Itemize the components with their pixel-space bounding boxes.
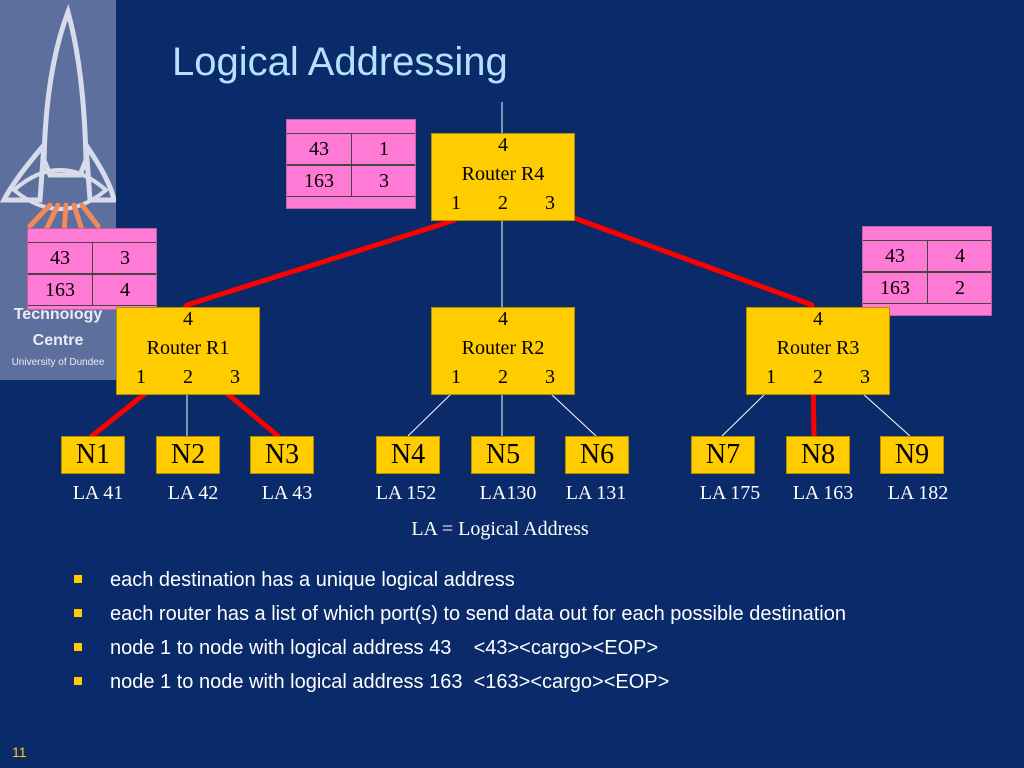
table-cell-port: 2 (927, 273, 992, 303)
square-bullet-icon (74, 609, 82, 617)
table-cell-port: 3 (92, 243, 157, 273)
la-label-n5: LA130 (479, 482, 537, 504)
table-row: 163 4 (28, 274, 156, 306)
router-r1: 4 Router R1 1 2 3 (116, 307, 260, 395)
router-port-3: 3 (860, 366, 870, 388)
node-n8: N8 (786, 436, 850, 474)
bullet-list: each destination has a unique logical ad… (72, 567, 972, 703)
router-port-2: 2 (813, 366, 823, 388)
la-label-n8: LA 163 (792, 482, 854, 504)
table-cell-address: 43 (50, 247, 70, 269)
router-label: Router R2 (461, 337, 545, 359)
router-port-1: 1 (451, 192, 461, 214)
square-bullet-icon (74, 677, 82, 685)
router-port-1: 1 (451, 366, 461, 388)
router-label: Router R1 (146, 337, 230, 359)
logo-text-line1: Technology (13, 306, 103, 323)
list-item: each router has a list of which port(s) … (72, 601, 972, 627)
table-cell-address: 43 (885, 245, 905, 267)
link-r2-n4 (407, 392, 453, 437)
router-port-3: 3 (545, 366, 555, 388)
link-r3-n7 (721, 392, 767, 437)
link-r2-n6 (549, 392, 597, 437)
la-label-n6: LA 131 (565, 482, 627, 504)
node-n7: N7 (691, 436, 755, 474)
la-label-n3: LA 43 (261, 482, 313, 504)
square-bullet-icon (74, 575, 82, 583)
logo-text-line2: Centre (32, 332, 84, 349)
list-item: each destination has a unique logical ad… (72, 567, 972, 593)
router-port-2: 2 (498, 192, 508, 214)
table-row: 43 1 (287, 133, 415, 165)
router-r2: 4 Router R2 1 2 3 (431, 307, 575, 395)
router-r4: 4 Router R4 1 2 3 (431, 133, 575, 221)
router-port-1: 1 (766, 366, 776, 388)
logo: Technology Centre University of Dundee (0, 0, 116, 380)
square-bullet-icon (74, 643, 82, 651)
legend-text: LA = Logical Address (411, 518, 589, 540)
bullet-text: node 1 to node with logical address 43 <… (110, 637, 659, 659)
router-port-3: 3 (545, 192, 555, 214)
router-label: Router R4 (461, 163, 545, 185)
router-port-2: 2 (498, 366, 508, 388)
node-n1: N1 (61, 436, 125, 474)
bullet-text: each destination has a unique logical ad… (110, 569, 515, 591)
router-port-1: 1 (136, 366, 146, 388)
la-label-n7: LA 175 (699, 482, 761, 504)
la-label-n4: LA 152 (375, 482, 437, 504)
la-label-n1: LA 41 (72, 482, 124, 504)
table-cell-port: 4 (927, 241, 992, 271)
table-cell-port: 3 (351, 166, 416, 196)
node-n9: N9 (880, 436, 944, 474)
router-port-3: 3 (230, 366, 240, 388)
table-cell-address: 163 (880, 277, 910, 299)
router-port-4: 4 (813, 308, 823, 330)
table-row: 43 4 (863, 240, 991, 272)
node-n5: N5 (471, 436, 535, 474)
routing-table-r4: 43 1 163 3 (286, 119, 416, 209)
router-port-4: 4 (183, 308, 193, 330)
table-row: 163 3 (287, 165, 415, 197)
link-r3-n9 (861, 392, 911, 437)
table-cell-port: 4 (92, 275, 157, 305)
la-label-n9: LA 182 (887, 482, 949, 504)
node-n4: N4 (376, 436, 440, 474)
routing-table-r1: 43 3 163 4 (27, 228, 157, 310)
la-label-n2: LA 42 (167, 482, 219, 504)
router-r3: 4 Router R3 1 2 3 (746, 307, 890, 395)
router-port-4: 4 (498, 308, 508, 330)
page-title: Logical Addressing (172, 40, 508, 84)
router-label: Router R3 (776, 337, 860, 359)
table-cell-address: 163 (304, 170, 334, 192)
rocket-icon (0, 3, 116, 235)
table-cell-port: 1 (351, 134, 416, 164)
table-cell-address: 43 (309, 138, 329, 160)
list-item: node 1 to node with logical address 163 … (72, 669, 972, 695)
router-port-2: 2 (183, 366, 193, 388)
logo-text-line3: University of Dundee (11, 357, 105, 368)
bullet-text: node 1 to node with logical address 163 … (110, 671, 670, 693)
bullet-text: each router has a list of which port(s) … (110, 603, 846, 625)
node-n3: N3 (250, 436, 314, 474)
routing-table-r3: 43 4 163 2 (862, 226, 992, 316)
node-n6: N6 (565, 436, 629, 474)
router-port-4: 4 (498, 134, 508, 156)
table-cell-address: 163 (45, 279, 75, 301)
node-n2: N2 (156, 436, 220, 474)
table-row: 43 3 (28, 242, 156, 274)
slide-number: 11 (12, 744, 27, 760)
list-item: node 1 to node with logical address 43 <… (72, 635, 972, 661)
table-row: 163 2 (863, 272, 991, 304)
link-lines (186, 102, 911, 437)
